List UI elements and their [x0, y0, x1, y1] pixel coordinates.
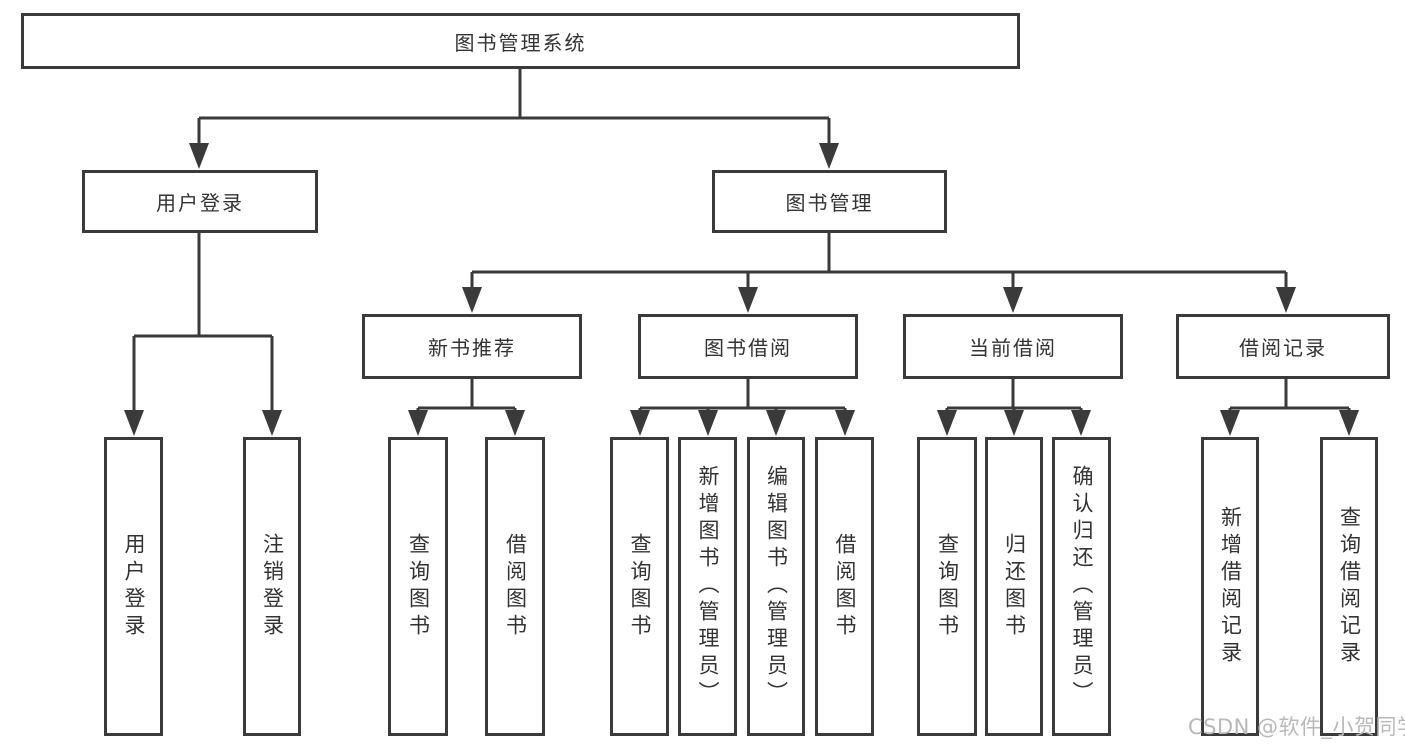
node-book-borrowing: 图书借阅	[638, 314, 858, 379]
node-current-borrowing: 当前借阅	[903, 314, 1123, 379]
node-borrowing-records: 借阅记录	[1176, 314, 1390, 379]
leaf-user-login: 用户登录	[104, 437, 163, 736]
node-library-management-system: 图书管理系统	[21, 13, 1020, 69]
leaf-query-books-borrow: 查询图书	[610, 437, 669, 736]
leaf-query-books-current: 查询图书	[917, 437, 977, 736]
node-user-login: 用户登录	[82, 170, 318, 233]
node-book-management: 图书管理	[712, 170, 947, 233]
watermark: CSDN @软件_小贺同学	[1188, 715, 1405, 739]
node-new-book-recommendation: 新书推荐	[362, 314, 582, 379]
leaf-borrow-books-recommend: 借阅图书	[485, 437, 545, 736]
leaf-add-borrow-record: 新增借阅记录	[1201, 437, 1259, 736]
leaf-borrow-books: 借阅图书	[815, 437, 874, 736]
leaf-query-books-recommend: 查询图书	[388, 437, 448, 736]
leaf-query-borrow-record: 查询借阅记录	[1320, 437, 1378, 736]
leaf-add-books-admin: 新增图书（管理员）	[678, 437, 737, 736]
arrowhead-icons	[124, 143, 1359, 436]
leaf-edit-books-admin: 编辑图书（管理员）	[747, 437, 805, 736]
leaf-return-books: 归还图书	[985, 437, 1043, 736]
leaf-logout: 注销登录	[243, 437, 301, 736]
leaf-confirm-return-admin: 确认归还（管理员）	[1052, 437, 1111, 736]
